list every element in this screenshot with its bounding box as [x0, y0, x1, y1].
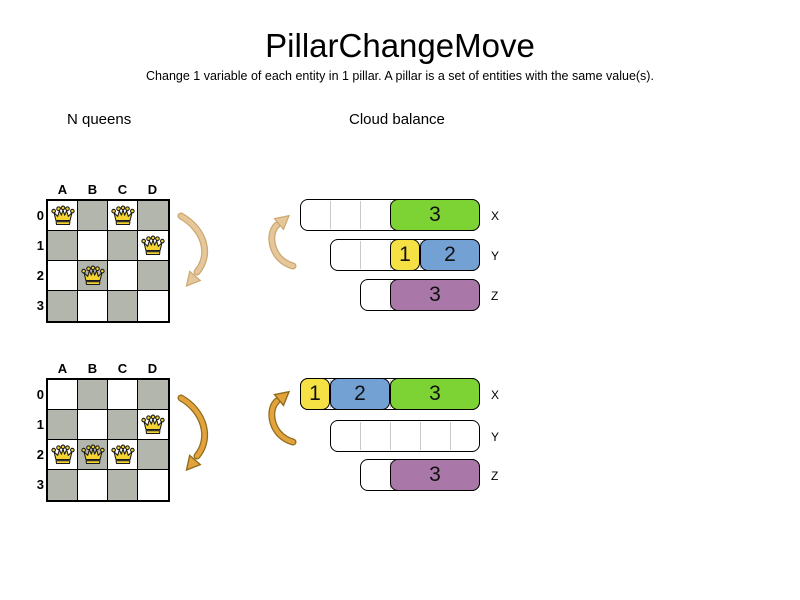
board-cell-A2: [48, 440, 78, 470]
board-cell-C1: [108, 410, 138, 440]
board-cell-B3: [78, 470, 108, 500]
board-cell-B0: [78, 201, 108, 231]
process-block: 3: [390, 459, 480, 491]
row-label: 3: [36, 298, 44, 313]
capacity-divider: [360, 422, 361, 450]
row-label: 1: [36, 417, 44, 432]
board-cell-B0: [78, 380, 108, 410]
board-cell-C0: [108, 201, 138, 231]
column-label: D: [147, 361, 159, 376]
board-cell-C3: [108, 291, 138, 321]
board-cell-D1: [138, 410, 168, 440]
page-subtitle: Change 1 variable of each entity in 1 pi…: [146, 69, 654, 83]
queen-icon: [80, 443, 106, 467]
capacity-bar-y: Y: [330, 420, 499, 452]
computer-label: Y: [491, 430, 500, 444]
row-label: 2: [36, 447, 44, 462]
computer-capacity-box: [330, 420, 480, 452]
computer-label: X: [491, 388, 500, 402]
row-label: 0: [36, 208, 44, 223]
capacity-divider: [390, 422, 391, 450]
board-cell-D0: [138, 201, 168, 231]
section-title-cloudbalance: Cloud balance: [349, 111, 445, 128]
row-label: 2: [36, 268, 44, 283]
process-block: 3: [390, 279, 480, 311]
board-cell-D2: [138, 261, 168, 291]
column-label: A: [57, 361, 69, 376]
board-cell-C2: [108, 440, 138, 470]
capacity-divider: [360, 241, 361, 269]
board-cell-D1: [138, 231, 168, 261]
capacity-divider: [330, 201, 331, 229]
computer-label: X: [491, 209, 500, 223]
board-cell-D3: [138, 291, 168, 321]
column-label: B: [87, 361, 99, 376]
computer-label: Z: [491, 289, 499, 303]
board-cell-A1: [48, 410, 78, 440]
board-cell-B1: [78, 231, 108, 261]
process-block: 3: [390, 378, 480, 410]
board-cell-A3: [48, 470, 78, 500]
queen-icon: [110, 204, 136, 228]
board-cell-A0: [48, 201, 78, 231]
column-label: B: [87, 182, 99, 197]
board-cell-C2: [108, 261, 138, 291]
column-label: C: [117, 182, 129, 197]
column-label: C: [117, 361, 129, 376]
column-label: A: [57, 182, 69, 197]
capacity-divider: [420, 422, 421, 450]
board-cell-A1: [48, 231, 78, 261]
process-block: 1: [390, 239, 420, 271]
computer-label: Y: [491, 249, 500, 263]
board-cell-C0: [108, 380, 138, 410]
queen-icon: [50, 204, 76, 228]
process-block: 2: [330, 378, 390, 410]
section-title-nqueens: N queens: [67, 111, 132, 128]
queen-icon: [110, 443, 136, 467]
board-cell-A3: [48, 291, 78, 321]
process-block: 2: [420, 239, 480, 271]
board-cell-B1: [78, 410, 108, 440]
queen-icon: [50, 443, 76, 467]
board-grid: A B C D 0 1 2 3: [37, 182, 170, 323]
curved-arrow-down-icon: [177, 394, 209, 472]
row-label: 0: [36, 387, 44, 402]
board-cell-A2: [48, 261, 78, 291]
board-cell-A0: [48, 380, 78, 410]
capacity-divider: [360, 201, 361, 229]
board-grid: A B C D 0 1 2 3: [37, 361, 170, 502]
queen-icon: [80, 264, 106, 288]
queen-icon: [140, 234, 166, 258]
board-cell-C1: [108, 231, 138, 261]
process-block: 1: [300, 378, 330, 410]
board-cell-C3: [108, 470, 138, 500]
process-block: 3: [390, 199, 480, 231]
board-cell-D2: [138, 440, 168, 470]
column-label: D: [147, 182, 159, 197]
board-cell-D3: [138, 470, 168, 500]
board-cell-B3: [78, 291, 108, 321]
board-cell-D0: [138, 380, 168, 410]
curved-arrow-down-icon: [177, 212, 209, 287]
page-title: PillarChangeMove: [265, 27, 535, 64]
curved-arrow-up-icon: [268, 214, 297, 270]
computer-label: Z: [491, 469, 499, 483]
row-label: 3: [36, 477, 44, 492]
capacity-divider: [450, 422, 451, 450]
queen-icon: [140, 413, 166, 437]
curved-arrow-up-icon: [268, 390, 297, 446]
row-label: 1: [36, 238, 44, 253]
